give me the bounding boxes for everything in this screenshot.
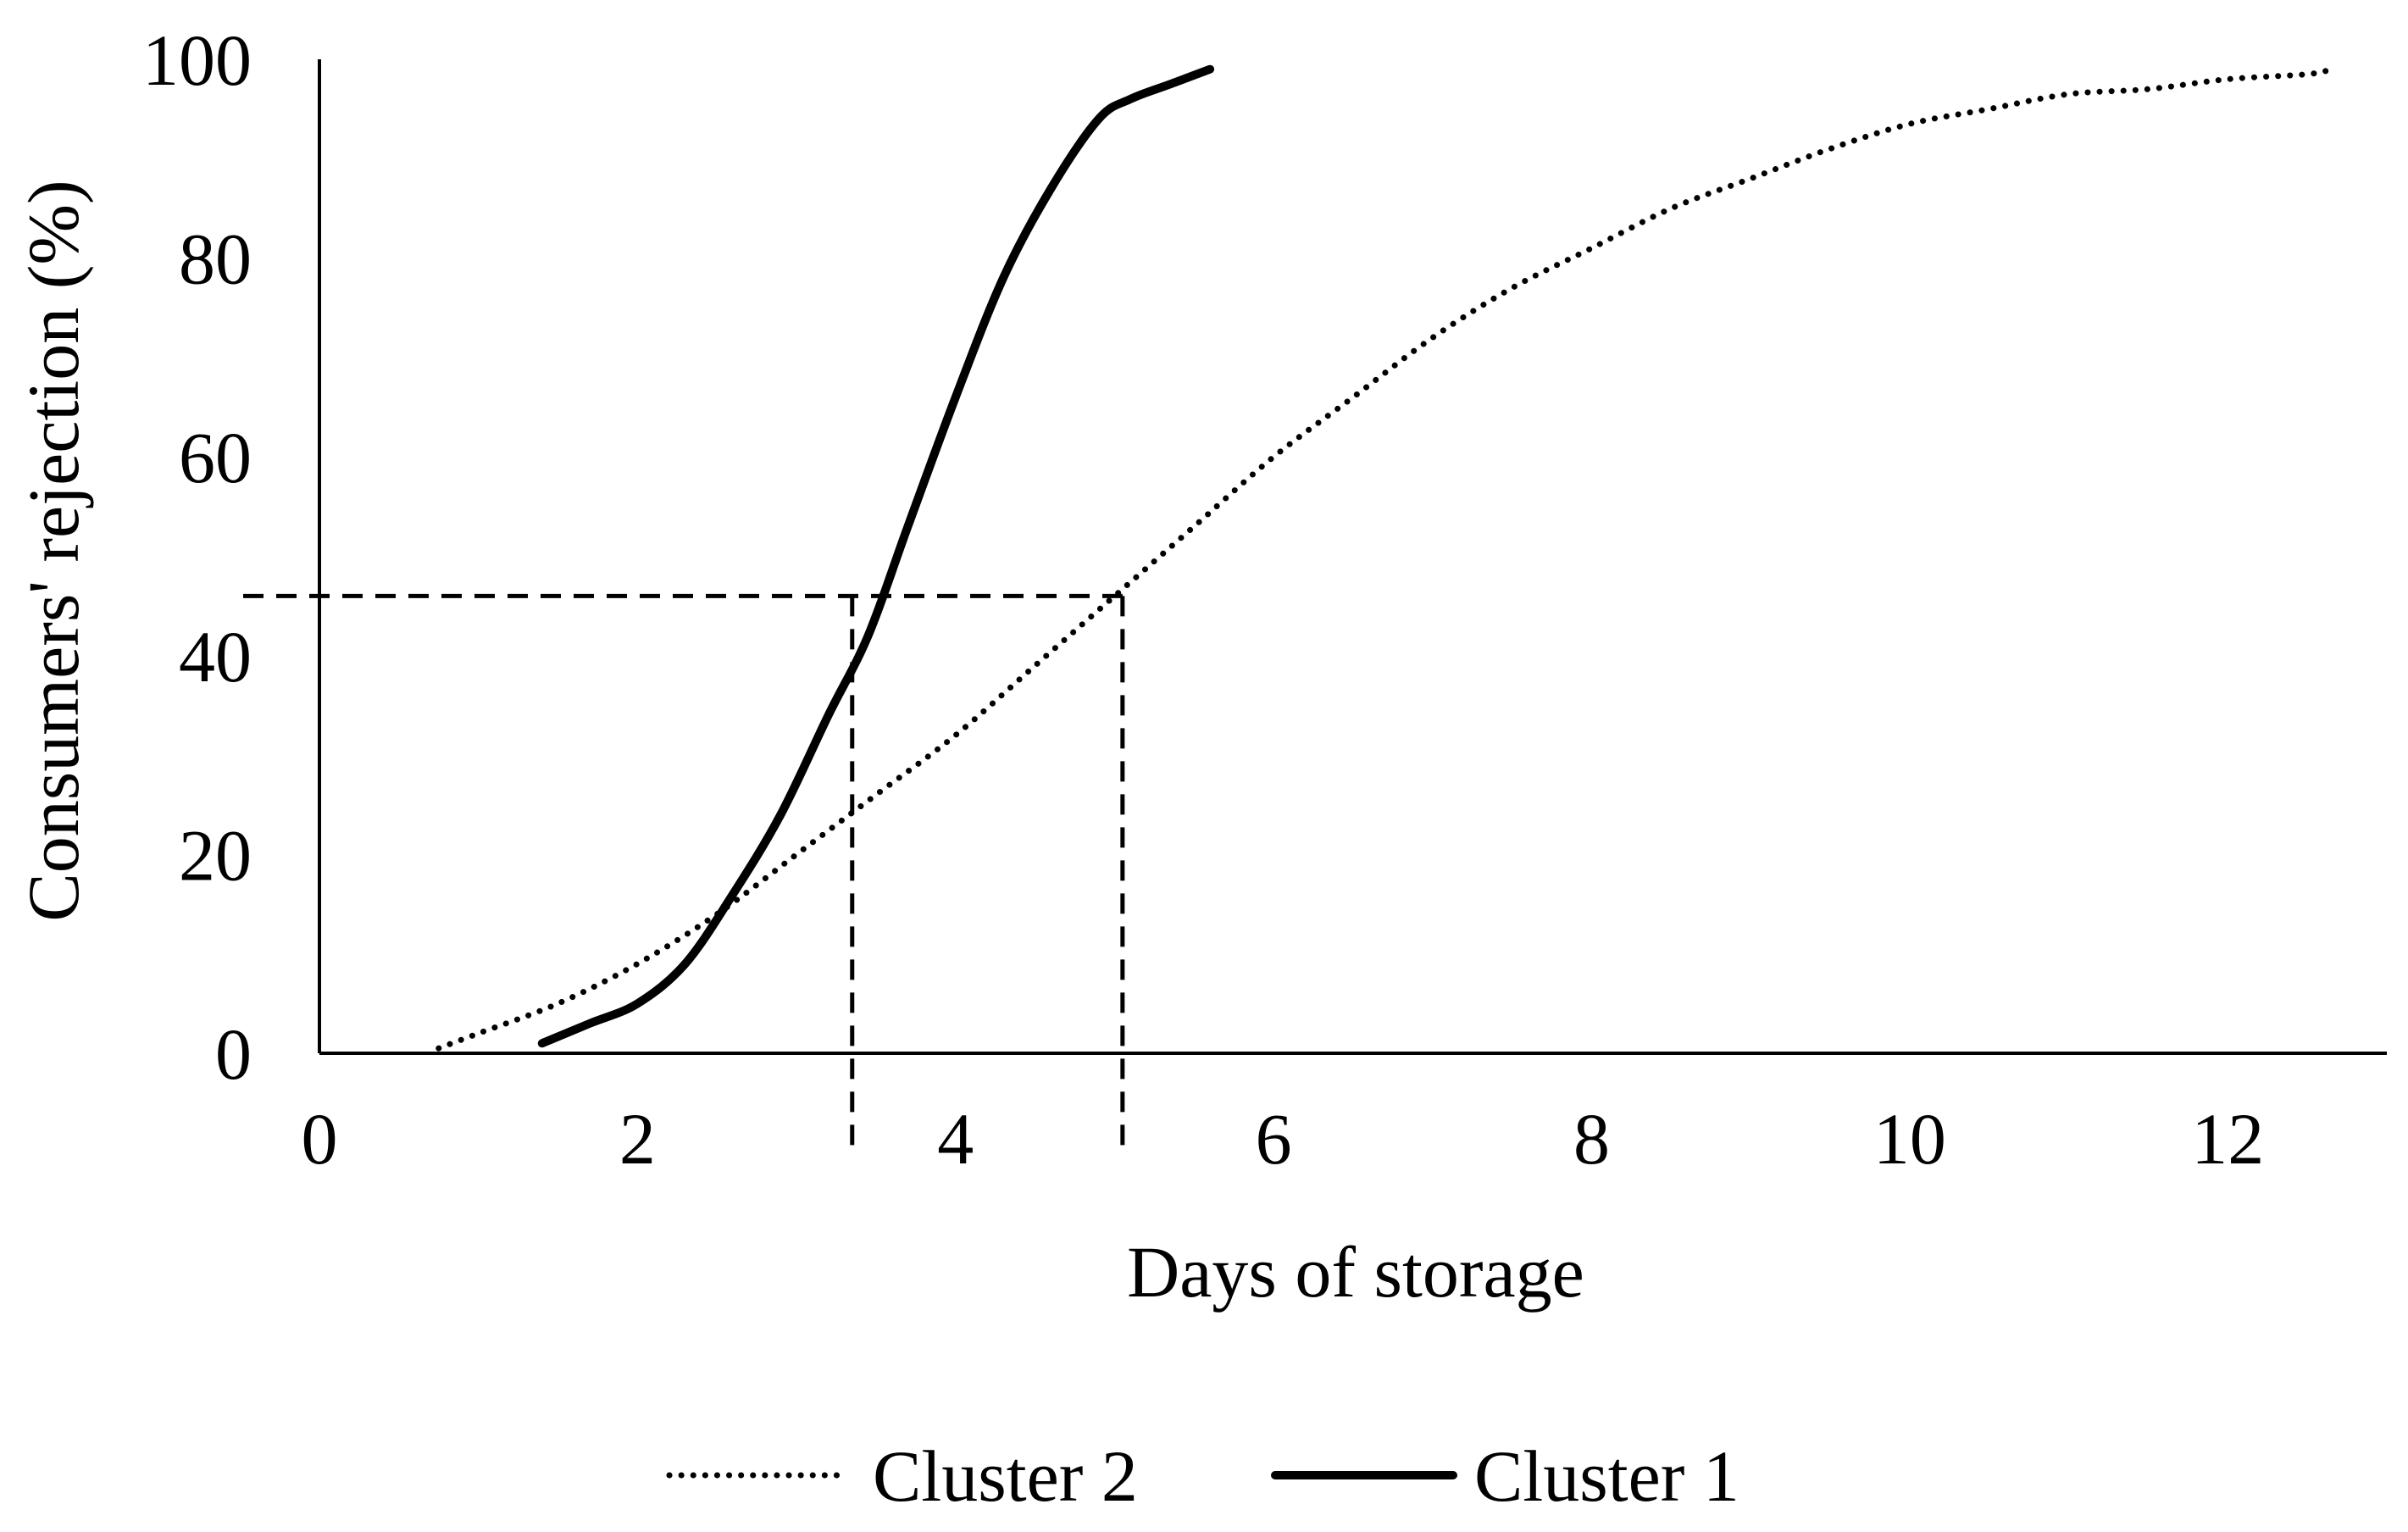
y-tick-label: 60 (179, 417, 252, 498)
y-tick-labels: 0 20 40 60 80 100 (142, 19, 252, 1095)
x-tick-label: 6 (1256, 1098, 1292, 1180)
series-layer (436, 64, 2334, 1052)
series-line-cluster-1 (537, 64, 1215, 1048)
axes (318, 59, 2387, 1055)
y-tick-label: 20 (179, 814, 252, 896)
y-tick-label: 100 (142, 19, 252, 101)
legend-label: Cluster 2 (873, 1435, 1138, 1517)
x-tick-label: 4 (937, 1098, 974, 1180)
legend-label: Cluster 1 (1474, 1435, 1739, 1517)
y-axis-title: Consumers' rejection (%) (13, 180, 94, 921)
x-tick-label: 2 (619, 1098, 656, 1180)
reference-lines (243, 593, 1125, 1155)
y-tick-label: 0 (215, 1013, 252, 1095)
x-tick-label: 0 (302, 1098, 338, 1180)
x-axis-title: Days of storage (1127, 1231, 1584, 1313)
series-line-cluster-2 (436, 66, 2334, 1052)
legend: Cluster 2 Cluster 1 (666, 1435, 1739, 1517)
y-tick-label: 40 (179, 616, 252, 697)
y-tick-label: 80 (179, 219, 252, 300)
x-tick-label: 10 (1873, 1098, 1946, 1180)
x-tick-labels: 0 2 4 6 8 10 12 (302, 1098, 2265, 1180)
x-tick-label: 12 (2191, 1098, 2264, 1180)
x-tick-label: 8 (1573, 1098, 1610, 1180)
